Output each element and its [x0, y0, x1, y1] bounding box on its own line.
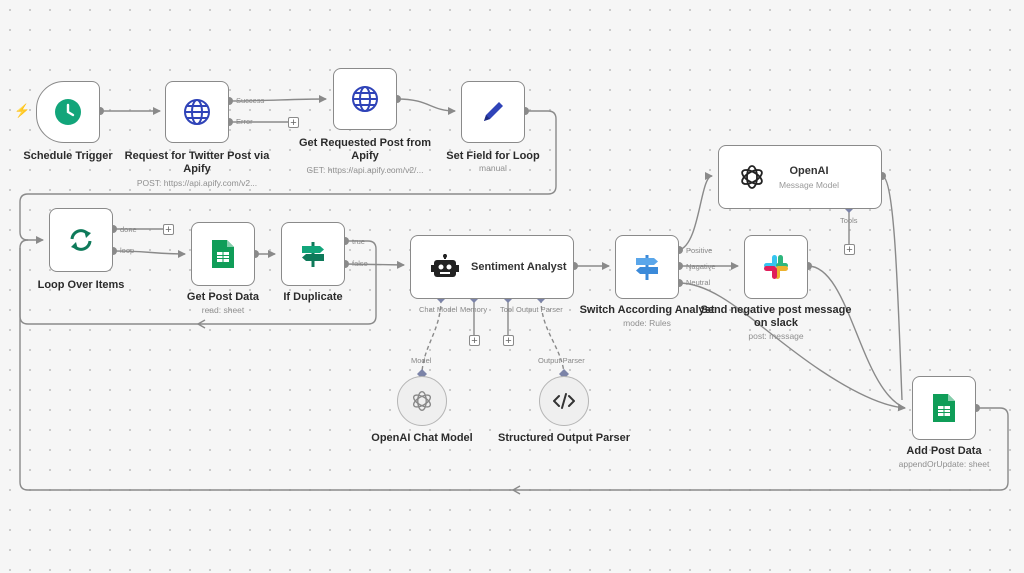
- node-set-field[interactable]: [461, 81, 525, 143]
- output-label: Neutral: [686, 278, 711, 287]
- lightning-icon: ⚡: [14, 103, 31, 118]
- node-get-post-apify[interactable]: [333, 68, 397, 130]
- node-subtitle: mode: Rules: [623, 318, 671, 328]
- port-label: Output Parser: [538, 356, 585, 365]
- globe-icon: [184, 99, 210, 125]
- sheets-icon: [933, 394, 955, 422]
- node-title: Add Post Data: [906, 445, 982, 457]
- node-title: Send negative post message on slack: [700, 304, 852, 329]
- node-switch[interactable]: [615, 235, 679, 299]
- node-title: Get Requested Post from Apify: [298, 137, 432, 162]
- edge-openai-to-addpost: [881, 175, 903, 401]
- node-request-apify[interactable]: [165, 81, 229, 143]
- node-subtitle: POST: https://api.apify.com/v2...: [136, 178, 258, 188]
- clock-icon: [55, 99, 81, 125]
- openai-icon: [741, 165, 763, 189]
- node-title: OpenAI Chat Model: [371, 432, 473, 444]
- port-label: Memory: [460, 305, 488, 314]
- sheets-icon: [212, 240, 234, 268]
- node-schedule-trigger[interactable]: [36, 81, 100, 143]
- node-subtitle: GET: https://api.apify.com/v2/...: [306, 165, 424, 175]
- node-slack[interactable]: [744, 235, 808, 299]
- node-subtitle: Message Model: [779, 179, 840, 190]
- add-memory-button[interactable]: +: [469, 335, 480, 347]
- pencil-icon: [484, 102, 503, 121]
- port-label: Tool: [500, 305, 514, 314]
- edge-request-to-get: [228, 95, 327, 104]
- edge-if-true-to-loop: [19, 239, 377, 325]
- edge-switch-to-openai: [678, 172, 713, 251]
- node-if-duplicate[interactable]: [281, 222, 345, 286]
- node-title: If Duplicate: [283, 291, 343, 303]
- node-title: Request for Twitter Post via Apify: [124, 150, 270, 175]
- node-title: Sentiment Analyst: [471, 261, 567, 273]
- signpost-icon: [302, 242, 324, 267]
- node-subtitle: manual: [479, 163, 507, 173]
- node-title: Get Post Data: [186, 291, 260, 303]
- node-output-parser[interactable]: [539, 376, 589, 426]
- node-sentiment-analyst[interactable]: Sentiment Analyst: [410, 235, 574, 299]
- switch-icon: [636, 255, 658, 280]
- node-subtitle: read: sheet: [201, 305, 245, 315]
- edge-chatmodel: [421, 298, 442, 373]
- node-title: Set Field for Loop: [446, 150, 540, 162]
- node-title: Schedule Trigger: [23, 150, 113, 162]
- node-openai[interactable]: OpenAI Message Model: [718, 145, 882, 209]
- node-add-post-data[interactable]: [912, 376, 976, 440]
- add-tool-button[interactable]: +: [503, 335, 514, 347]
- code-icon: [553, 393, 575, 409]
- port-label: Output Parser: [516, 305, 563, 314]
- robot-icon: [431, 254, 459, 277]
- edge-loop-to-getpost: [112, 249, 186, 258]
- node-title: OpenAI: [789, 164, 829, 177]
- node-subtitle: post: message: [748, 331, 804, 341]
- add-tool-button[interactable]: +: [844, 244, 855, 256]
- edge-addpost-to-loop: [19, 248, 1009, 491]
- output-label: false: [352, 259, 368, 268]
- globe-icon: [352, 86, 378, 112]
- node-title: Structured Output Parser: [497, 432, 631, 444]
- port-label: Chat Model: [419, 305, 458, 314]
- loop-icon: [70, 229, 92, 251]
- output-label: Error: [236, 117, 253, 126]
- node-subtitle: appendOrUpdate: sheet: [898, 459, 990, 469]
- port-label: Tools: [840, 216, 858, 225]
- output-label: loop: [120, 246, 135, 255]
- edge-slack-to-addpost: [807, 265, 906, 409]
- node-title: Switch According Analyst: [579, 304, 715, 316]
- output-label: done: [120, 225, 137, 234]
- node-loop-items[interactable]: [49, 208, 113, 272]
- slack-icon: [764, 255, 788, 279]
- edge-set-to-loop: [19, 110, 557, 244]
- edge-get-to-set: [396, 98, 456, 115]
- edge-if-false-to-sentiment: [344, 260, 405, 269]
- add-node-button[interactable]: +: [288, 117, 299, 129]
- edge-parser: [540, 298, 565, 373]
- port-label: Model: [411, 356, 432, 365]
- node-openai-chat-model[interactable]: [397, 376, 447, 426]
- add-node-button[interactable]: +: [163, 224, 174, 236]
- edge-switch-to-addpost: [678, 282, 906, 412]
- node-get-post-data[interactable]: [191, 222, 255, 286]
- output-label: Nagative: [686, 262, 716, 271]
- output-label: Positive: [686, 246, 713, 255]
- node-title: Loop Over Items: [37, 279, 125, 291]
- openai-icon: [412, 391, 432, 411]
- output-label: Success: [236, 96, 265, 105]
- output-label: true: [352, 237, 365, 246]
